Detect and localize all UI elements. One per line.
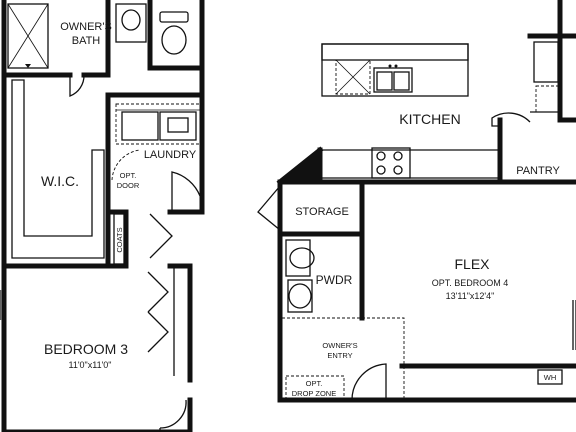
storage-fixtures [257, 185, 281, 231]
room-labels: OWNER'S BATH W.I.C. LAUNDRY OPT. DOOR CO… [41, 21, 561, 398]
pwdr-label: PWDR [316, 273, 353, 287]
owners-entry-fixtures [281, 300, 576, 401]
storage-label: STORAGE [295, 206, 349, 218]
flex-dims-label: 13'11"x12'4" [446, 291, 495, 301]
drop-zone-label-1: OPT. [306, 379, 323, 388]
owners-entry-label-1: OWNER'S [322, 341, 357, 350]
wh-label: WH [544, 373, 557, 382]
opt-door-label-1: OPT. [120, 171, 137, 180]
pantry-label: PANTRY [516, 165, 560, 177]
owners-bath-label-1: OWNER'S [60, 21, 112, 33]
drop-zone-label-2: DROP ZONE [292, 389, 336, 398]
bedroom3-dims-label: 11'0"x11'0" [68, 360, 111, 370]
flex-label: FLEX [454, 256, 490, 272]
coats-label: COATS [115, 227, 124, 252]
opt-door-label-2: DOOR [117, 181, 140, 190]
laundry-fixtures [111, 103, 201, 212]
owners-bath-fixtures [7, 3, 189, 259]
bedroom3-label: BEDROOM 3 [44, 341, 128, 357]
hall-fixtures [0, 213, 187, 432]
flex-sub-label: OPT. BEDROOM 4 [432, 278, 509, 288]
powder-fixtures [285, 239, 315, 313]
laundry-label: LAUNDRY [144, 149, 197, 161]
kitchen-fixtures [320, 41, 560, 179]
wic-label: W.I.C. [41, 173, 79, 189]
counter-corner [280, 150, 320, 182]
kitchen-label: KITCHEN [399, 111, 460, 127]
owners-bath-label-2: BATH [72, 35, 101, 47]
owners-entry-label-2: ENTRY [327, 351, 352, 360]
